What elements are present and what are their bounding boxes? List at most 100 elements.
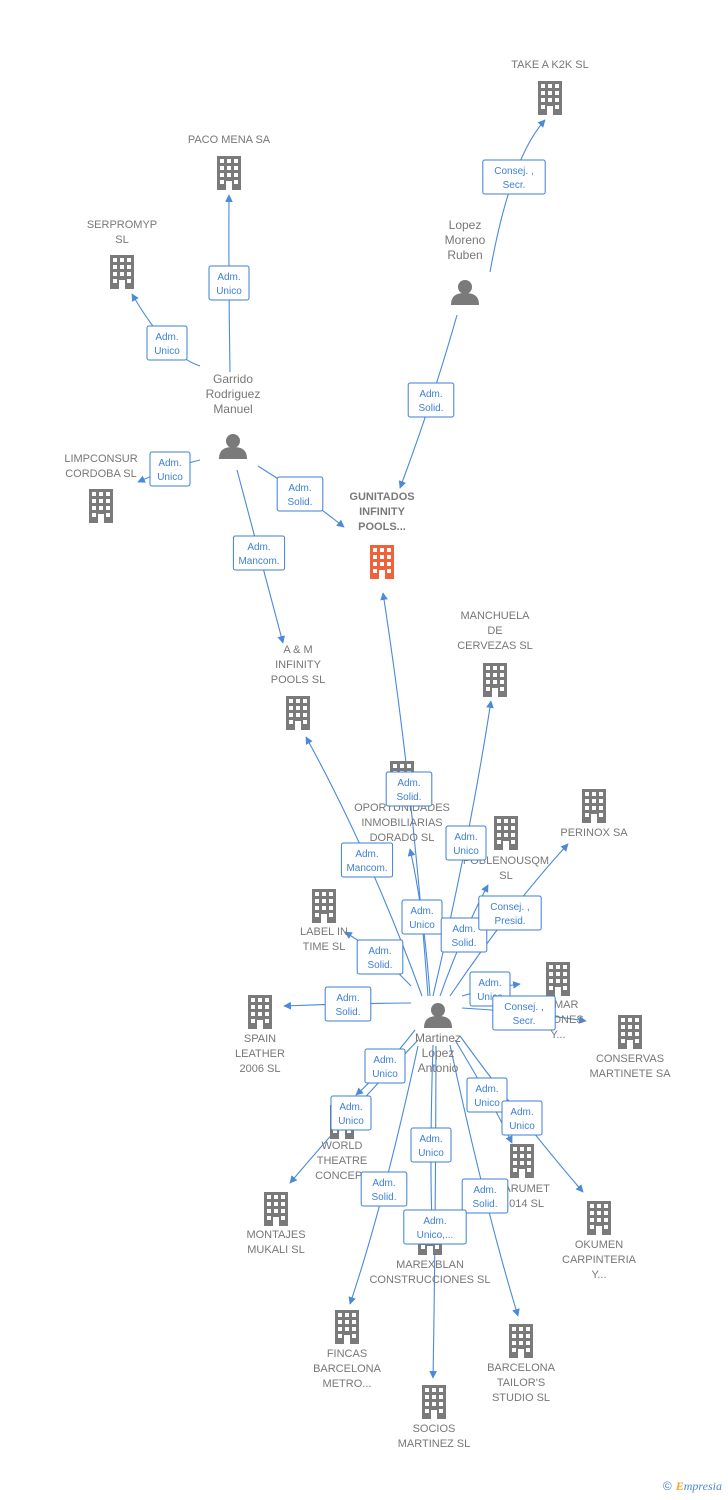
relationship-role-text: Adm.	[155, 332, 178, 343]
node-gunitados[interactable]: GUNITADOSINFINITYPOOLS...	[349, 491, 415, 579]
relationship-role-text: Adm.	[419, 1134, 442, 1145]
relationship-role-text: Mancom.	[238, 556, 279, 567]
relationship-label[interactable]: Adm. Mancom.	[232, 535, 286, 571]
node-name-text: DORADO SL	[370, 832, 435, 844]
relationship-role-text: Solid.	[396, 792, 421, 803]
node-name-text: Lopez	[449, 218, 482, 232]
relationship-label[interactable]: Adm.Solid.	[440, 917, 488, 953]
relationship-role-text: Solid.	[335, 1007, 360, 1018]
edge-lopez_moreno-to-take_a_k2k	[489, 119, 546, 273]
relationship-role-text: Unico	[154, 346, 180, 357]
relationship-label[interactable]: Adm.Unico	[410, 1127, 452, 1163]
relationship-label[interactable]: Adm. Unico,...	[403, 1209, 467, 1245]
relationship-role-text: Adm.	[423, 1216, 446, 1227]
relationship-label[interactable]: Adm.Solid.	[356, 939, 404, 975]
relationship-label[interactable]: Adm.Solid.	[276, 476, 324, 512]
relationship-role-text: Solid.	[418, 403, 443, 414]
node-perinox[interactable]: PERINOX SA	[560, 789, 628, 839]
relationship-label[interactable]: Adm.Mancom.	[340, 842, 394, 878]
relationship-label[interactable]: Adm.Solid.	[385, 771, 433, 807]
relationship-label[interactable]: Adm.Solid.	[360, 1171, 408, 1207]
node-fincas[interactable]: FINCASBARCELONAMETRO...	[313, 1310, 382, 1390]
relationship-label[interactable]: Adm. Unico	[146, 325, 188, 361]
relationship-label[interactable]: Adm.Unico	[466, 1077, 508, 1113]
relationship-label[interactable]: Consej. ,Presid.	[478, 895, 542, 931]
building-icon	[587, 1201, 611, 1235]
node-name-text: TAILOR'S	[497, 1377, 545, 1389]
relationship-label[interactable]: Adm. Unico	[364, 1048, 406, 1084]
relationship-label[interactable]: Adm. Solid.	[407, 382, 455, 418]
relationship-label[interactable]: Adm.Unico	[501, 1100, 543, 1136]
relationship-role-text: Adm.	[288, 483, 311, 494]
building-icon	[510, 1144, 534, 1178]
relationship-label[interactable]: Adm.Unico	[401, 899, 443, 935]
node-name-text: BARCELONA	[487, 1362, 556, 1374]
relationship-role-text: Unico	[453, 846, 479, 857]
relationship-label[interactable]: Adm.Solid.	[461, 1178, 509, 1214]
relationship-label[interactable]: Consej. ,Secr.	[482, 159, 546, 195]
node-name-text: Rodriguez	[206, 387, 261, 401]
relationship-role-text: Unico	[372, 1069, 398, 1080]
node-name-text: CORDOBA SL	[65, 468, 137, 480]
building-icon	[618, 1015, 642, 1049]
node-name-text: INMOBILIARIAS	[361, 817, 442, 829]
node-name-text: Ruben	[447, 248, 482, 262]
brand-name: mpresia	[683, 1479, 722, 1493]
node-name-text: GUNITADOS	[349, 491, 414, 503]
building-icon	[370, 545, 394, 579]
node-okumen[interactable]: OKUMENCARPINTERIAY...	[562, 1201, 637, 1281]
relationship-label[interactable]: Consej. ,Secr.	[492, 995, 556, 1031]
relationship-role-text: Secr.	[513, 1016, 536, 1027]
copyright-symbol: ©	[662, 1479, 672, 1493]
relationship-label[interactable]: Adm.Solid.	[324, 986, 372, 1022]
relationship-label[interactable]: Adm.Unico	[149, 451, 191, 487]
node-name-text: MONTAJES	[246, 1229, 305, 1241]
relationship-role-text: Unico	[477, 992, 503, 1003]
relationship-role-text: Adm.	[158, 458, 181, 469]
node-name-text: POOLS SL	[271, 674, 325, 686]
relationship-role-text: Secr.	[503, 180, 526, 191]
empresia-watermark: ©Empresia	[663, 1479, 722, 1494]
building-icon	[264, 1192, 288, 1226]
node-name-text: Y...	[550, 1029, 565, 1041]
node-paco-mena[interactable]: PACO MENA SA	[188, 134, 271, 190]
relationship-role-text: Adm.	[478, 978, 501, 989]
building-icon	[217, 156, 241, 190]
building-icon	[110, 255, 134, 289]
building-icon	[483, 663, 507, 697]
relationship-role-text: Adm.	[247, 542, 270, 553]
relationship-role-text: Unico,...	[417, 1230, 454, 1241]
node-name-text: METRO...	[323, 1378, 372, 1390]
node-name-text: FINCAS	[327, 1348, 367, 1360]
node-name-text: LABEL IN	[300, 926, 348, 938]
relationship-role-text: Solid.	[472, 1199, 497, 1210]
node-name-text: POOLS...	[358, 521, 406, 533]
relationship-label[interactable]: Adm.Unico	[445, 825, 487, 861]
relationship-label[interactable]: Adm.Unico	[208, 265, 250, 301]
relationship-role-text: Unico	[216, 286, 242, 297]
node-name-text: DE	[487, 625, 502, 637]
person-icon	[451, 280, 479, 305]
node-name-text: LEATHER	[235, 1048, 285, 1060]
relationship-role-text: Adm.	[419, 389, 442, 400]
building-icon	[335, 1310, 359, 1344]
node-take-a-k2k[interactable]: TAKE A K2K SL	[511, 59, 589, 115]
relationship-label[interactable]: Adm.Unico	[330, 1095, 372, 1131]
relationship-role-text: Unico	[338, 1116, 364, 1127]
relationship-role-text: Adm.	[373, 1055, 396, 1066]
